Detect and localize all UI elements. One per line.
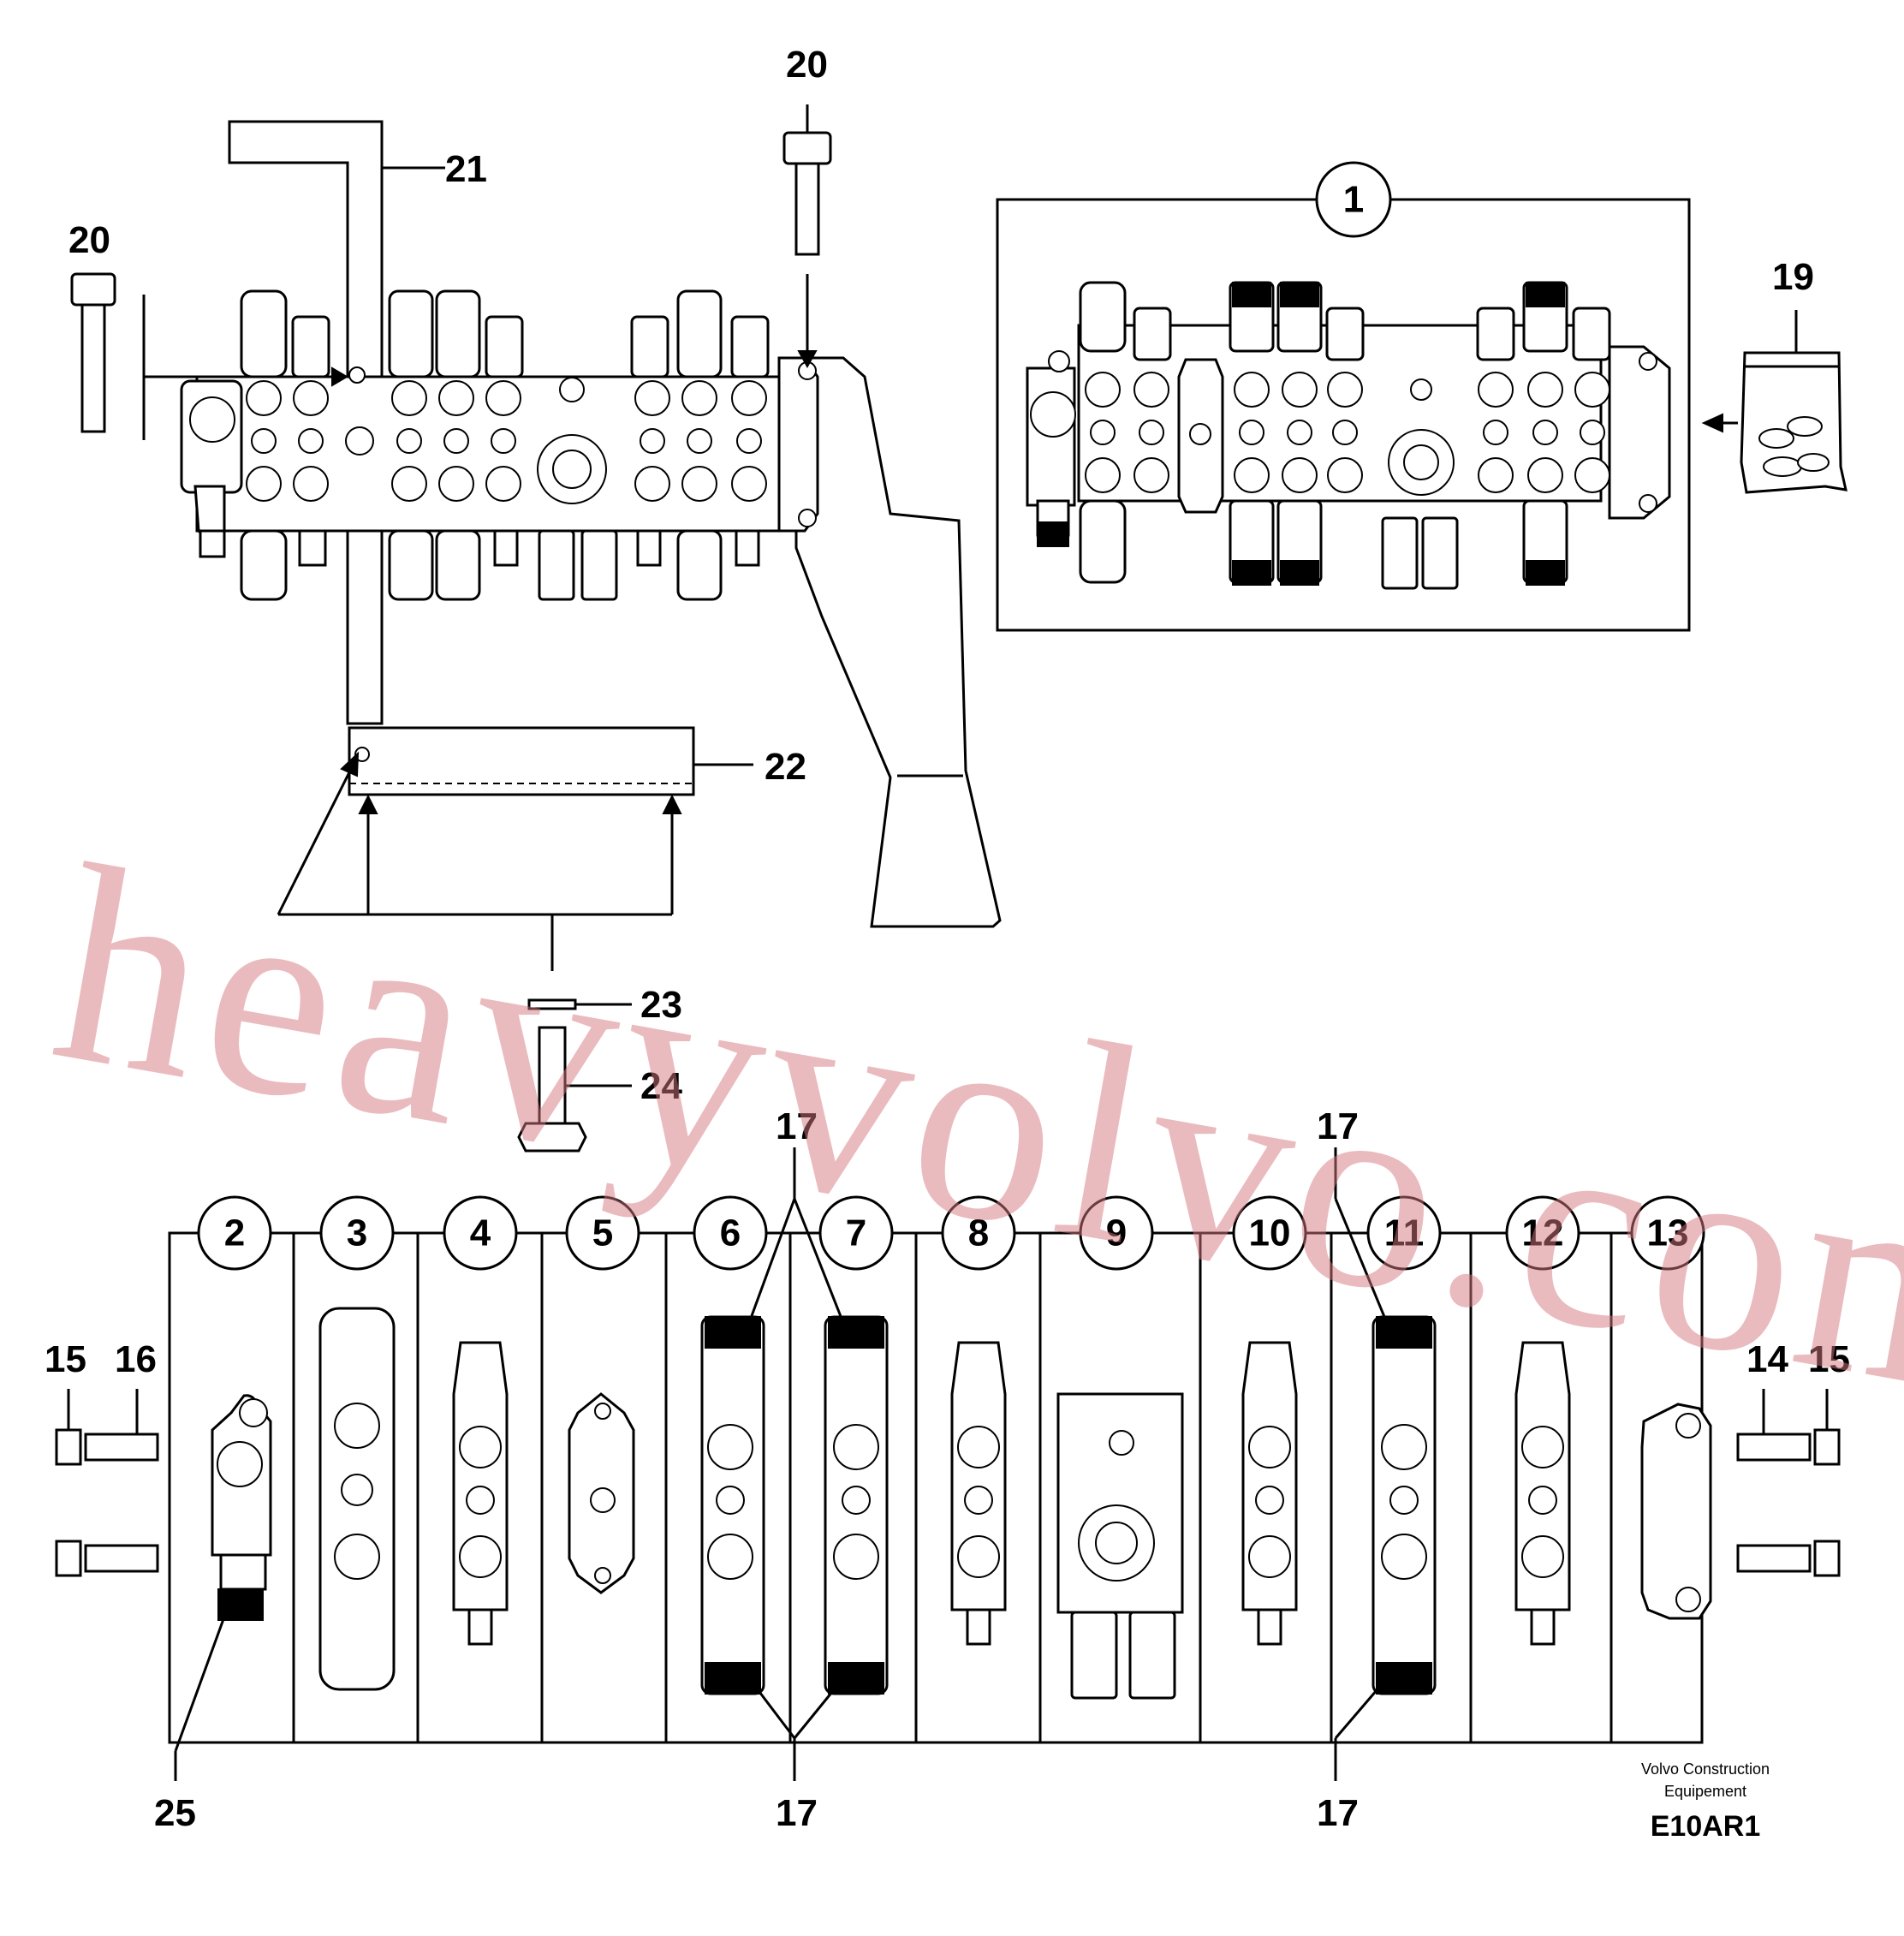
section-number: 9 (1106, 1212, 1127, 1254)
section-3-spool (318, 1307, 396, 1691)
callout-22: 22 (765, 746, 806, 788)
callout-23: 23 (640, 984, 682, 1026)
section-number: 7 (846, 1212, 866, 1254)
seal-kit-19 (1701, 310, 1847, 494)
bolt-20-top (782, 104, 832, 369)
section-circle (1505, 1195, 1580, 1271)
assembly-1-number: 1 (1343, 179, 1364, 221)
callout-20-left: 20 (68, 219, 110, 261)
callout-15-left: 15 (45, 1338, 86, 1380)
section-6-spool (700, 1315, 765, 1695)
section-number: 3 (347, 1212, 367, 1254)
exploded-sections-frame (168, 1231, 1704, 1744)
section-circle (1630, 1195, 1705, 1271)
callout-17-bottom-right: 17 (1317, 1792, 1359, 1834)
assembly-1-circle (1315, 161, 1392, 238)
section-number-circles: 2 3 4 5 6 7 8 9 10 11 12 13 (197, 1195, 1705, 1271)
control-valve-assembly (180, 289, 819, 601)
callout-21: 21 (445, 148, 487, 190)
callout-15-right: 15 (1808, 1338, 1850, 1380)
bolt-20-left (70, 272, 348, 440)
tie-rod-studs-left (55, 1389, 159, 1577)
section-circle (319, 1195, 395, 1271)
section-number: 10 (1249, 1212, 1291, 1254)
section-circle (693, 1195, 768, 1271)
section-2-inlet (211, 1394, 272, 1621)
section-12-spool (1514, 1341, 1571, 1646)
callout-leaders-17-25 (174, 1147, 1389, 1781)
drawing-code: E10AR1 (1651, 1810, 1761, 1843)
section-number: 2 (224, 1212, 245, 1254)
section-7-spool (824, 1315, 889, 1695)
section-number: 6 (720, 1212, 741, 1254)
section-10-spool (1241, 1341, 1298, 1646)
callout-25: 25 (154, 1792, 196, 1834)
section-circle (1366, 1195, 1442, 1271)
callout-24: 24 (640, 1065, 682, 1107)
section-circle (1232, 1195, 1307, 1271)
section-number: 12 (1522, 1212, 1564, 1254)
callout-17-bottom-left: 17 (776, 1792, 818, 1834)
section-circle (1079, 1195, 1154, 1271)
section-number: 13 (1647, 1212, 1689, 1254)
maker-line-1: Volvo Construction (1641, 1760, 1770, 1778)
callout-20-top: 20 (786, 44, 828, 86)
tie-rod-studs-right (1736, 1389, 1841, 1577)
callout-17-top-right: 17 (1317, 1105, 1359, 1147)
section-11-spool (1371, 1315, 1437, 1695)
callout-17-top-left: 17 (776, 1105, 818, 1147)
section-13-end-plate (1640, 1403, 1712, 1620)
section-circle (443, 1195, 518, 1271)
section-circle (818, 1195, 894, 1271)
callout-numbers: 20 20 21 22 23 24 19 15 16 14 15 17 17 1… (45, 44, 1850, 1834)
section-number: 5 (592, 1212, 613, 1254)
bolt-24-and-washer-23 (277, 751, 682, 1153)
callout-14: 14 (1746, 1338, 1788, 1380)
assembly-1-box: 1 (996, 161, 1691, 632)
valve-port-circles (246, 377, 767, 504)
assembly-1-ports (1085, 372, 1610, 496)
section-circle (941, 1195, 1016, 1271)
drawing-footer: Volvo Construction Equipement E10AR1 (1641, 1760, 1770, 1843)
section-number: 8 (968, 1212, 989, 1254)
section-5-plate (568, 1392, 635, 1594)
section-8-spool (950, 1341, 1007, 1646)
maker-line-2: Equipement (1664, 1783, 1746, 1800)
section-circle (197, 1195, 272, 1271)
section-number: 4 (470, 1212, 491, 1254)
section-circle (565, 1195, 640, 1271)
section-9-relief (1056, 1392, 1184, 1700)
callout-16: 16 (115, 1338, 157, 1380)
support-bracket (794, 356, 1002, 928)
callout-19: 19 (1772, 256, 1814, 298)
section-number: 11 (1384, 1212, 1425, 1254)
section-4-spool (452, 1341, 509, 1646)
bracket-plate-22 (348, 726, 753, 796)
